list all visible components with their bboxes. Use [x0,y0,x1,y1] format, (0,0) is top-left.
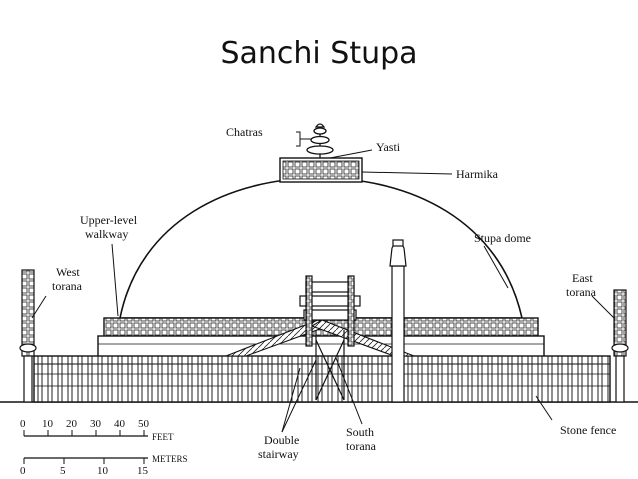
leader-lines [31,131,615,433]
feet-tick-50: 50 [138,418,150,430]
feet-tick-30: 30 [90,418,102,430]
label-upper-walkway-line2: walkway [85,227,128,241]
stone-fence-shape [33,355,611,403]
meters-tick-10: 10 [97,465,109,477]
label-stone-fence: Stone fence [560,423,616,437]
feet-tick-10: 10 [42,418,54,430]
south-torana-shape [299,275,361,401]
harmika-shape [279,157,363,183]
label-west-torana-line2: torana [52,279,83,293]
label-south-torana-line1: South [346,425,374,439]
feet-tick-40: 40 [114,418,126,430]
pillar-shape [389,239,407,403]
label-chatras: Chatras [226,125,263,139]
label-upper-walkway-line1: Upper-level [80,213,138,227]
label-east-torana-line2: torana [566,285,597,299]
label-double-stairway-line1: Double [264,433,299,447]
east-torana-shape [611,289,629,403]
label-harmika: Harmika [456,167,499,181]
label-stupa-dome: Stupa dome [474,231,531,245]
scale-feet: 0 10 20 30 40 50 FEET [20,418,174,442]
label-double-stairway-line2: stairway [258,447,299,461]
feet-tick-20: 20 [66,418,78,430]
scale-meters: 0 5 10 15 METERS [20,454,188,477]
label-yasti: Yasti [376,140,401,154]
label-west-torana-line1: West [56,265,80,279]
page-title: Sanchi Stupa [220,36,418,71]
feet-unit: FEET [152,432,174,442]
label-south-torana-line2: torana [346,439,377,453]
label-east-torana-line1: East [572,271,593,285]
west-torana-shape [19,269,37,403]
upper-walkway-band [97,317,545,359]
meters-tick-5: 5 [60,465,66,477]
meters-tick-0: 0 [20,465,26,477]
chatras-shape [306,123,334,158]
meters-unit: METERS [152,454,188,464]
feet-tick-0: 0 [20,418,26,430]
meters-tick-15: 15 [137,465,149,477]
